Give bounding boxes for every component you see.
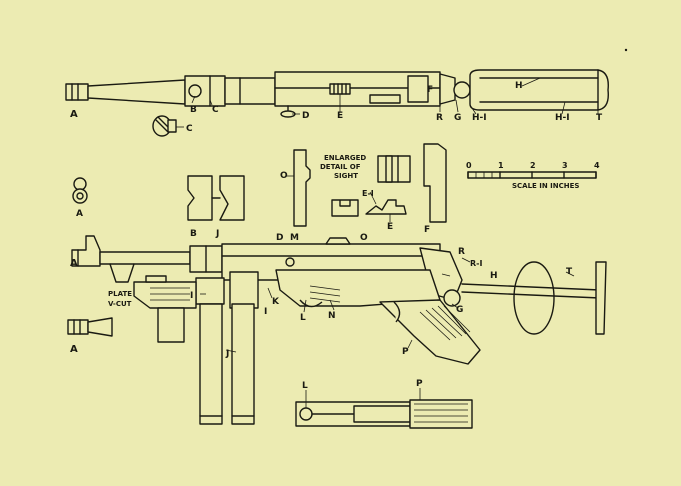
label-g-side: G xyxy=(456,305,463,315)
label-a-lower: A xyxy=(70,344,78,355)
label-t-side: T xyxy=(566,267,573,277)
label-o-detail: O xyxy=(280,171,288,181)
label-e-detail: E xyxy=(387,222,393,232)
title-line-1: ENLARGED xyxy=(324,154,366,162)
sight-enlarged xyxy=(377,155,411,183)
bottom-grip xyxy=(409,399,473,429)
top-front-receiver xyxy=(184,75,226,107)
side-muzzle xyxy=(71,235,101,267)
label-e1: E-I xyxy=(362,189,374,198)
label-vcut: V-CUT xyxy=(108,300,132,308)
corner-mark xyxy=(624,48,628,52)
detail-f xyxy=(423,143,447,223)
label-p-side: P xyxy=(402,347,409,357)
top-barrel xyxy=(87,79,186,105)
label-p-bottom: P xyxy=(416,379,423,389)
label-e-top: E xyxy=(337,111,343,121)
label-a-side: A xyxy=(70,258,78,269)
labels: A B C C D E F R G H-I H H-I T A ENLARGED… xyxy=(70,81,603,391)
title-line-2: DETAIL OF xyxy=(320,163,361,171)
top-view xyxy=(65,69,609,137)
label-n: N xyxy=(328,311,336,321)
label-t-top: T xyxy=(596,113,603,123)
label-l-side: L xyxy=(300,313,306,323)
magazine xyxy=(199,303,223,425)
plate xyxy=(145,275,167,283)
side-barrel xyxy=(99,251,191,265)
pistol-grip xyxy=(379,299,481,365)
label-f-top: F xyxy=(427,85,433,95)
muzzle-end-view xyxy=(72,177,88,204)
label-b-side: B xyxy=(190,229,197,239)
top-muzzle xyxy=(65,83,89,101)
label-h1-top-2: H-I xyxy=(555,113,570,123)
scale-bar xyxy=(467,171,597,179)
side-view xyxy=(71,235,607,425)
mag-housing xyxy=(229,271,259,309)
sight-e xyxy=(365,199,407,215)
label-r1: R-I xyxy=(470,259,482,268)
scale-tick-4: 4 xyxy=(594,161,600,170)
label-h1-top: H-I xyxy=(472,113,487,123)
detail-o xyxy=(293,149,311,227)
title-line-3: SIGHT xyxy=(334,172,358,180)
label-k: K xyxy=(272,297,280,307)
lower-muzzle-detail xyxy=(67,317,113,337)
label-b-top: B xyxy=(190,105,197,115)
trigger-housing xyxy=(275,269,441,307)
stock-loop xyxy=(513,261,555,335)
label-r-side: R xyxy=(458,247,465,257)
scale-tick-0: 0 xyxy=(466,161,472,170)
detail-b xyxy=(187,175,213,221)
label-r-top: R xyxy=(436,113,443,123)
scale-label: SCALE IN INCHES xyxy=(512,182,579,190)
label-h-side: H xyxy=(490,271,498,281)
label-c-part: C xyxy=(186,124,193,134)
top-tube xyxy=(224,77,276,105)
bottom-view xyxy=(295,388,473,429)
label-c-top: C xyxy=(212,105,219,115)
label-m: M xyxy=(290,233,299,243)
label-l-bottom: L xyxy=(302,381,308,391)
scale-tick-3: 3 xyxy=(562,161,568,170)
top-stock xyxy=(469,69,609,111)
detail-j xyxy=(219,175,245,221)
label-plate: PLATE xyxy=(108,290,132,298)
label-j-top: J xyxy=(215,229,219,239)
label-h-top: H xyxy=(515,81,523,91)
label-j-side: J xyxy=(225,349,229,359)
top-leaders xyxy=(176,77,599,128)
label-i-1: I xyxy=(190,291,193,301)
label-d-side: D xyxy=(276,233,283,243)
sight-details xyxy=(187,143,597,227)
label-g-top: G xyxy=(454,113,461,123)
label-i-2: I xyxy=(264,307,267,317)
scale-tick-2: 2 xyxy=(530,161,536,170)
label-o-side: O xyxy=(360,233,368,243)
label-d-top: D xyxy=(302,111,309,121)
label-a-end: A xyxy=(76,209,83,219)
scale-tick-1: 1 xyxy=(498,161,504,170)
label-f-side: F xyxy=(424,225,430,235)
label-a-top: A xyxy=(70,109,78,120)
buttplate xyxy=(595,261,607,335)
